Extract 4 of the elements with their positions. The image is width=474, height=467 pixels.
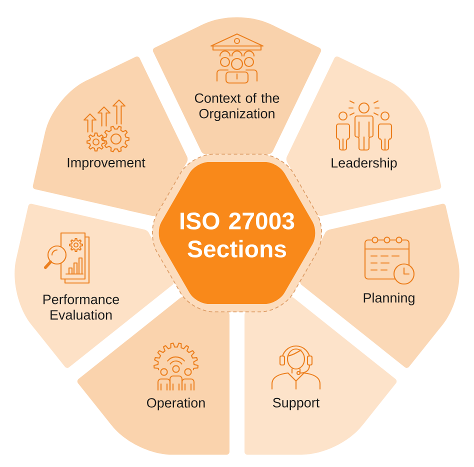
segment-panel: Planning: [300, 204, 460, 368]
hexagon: ISO 27003 Sections: [158, 162, 316, 304]
segment-panel: Context of the Organization: [152, 17, 322, 154]
segment-panel: Performance Evaluation: [14, 204, 174, 368]
